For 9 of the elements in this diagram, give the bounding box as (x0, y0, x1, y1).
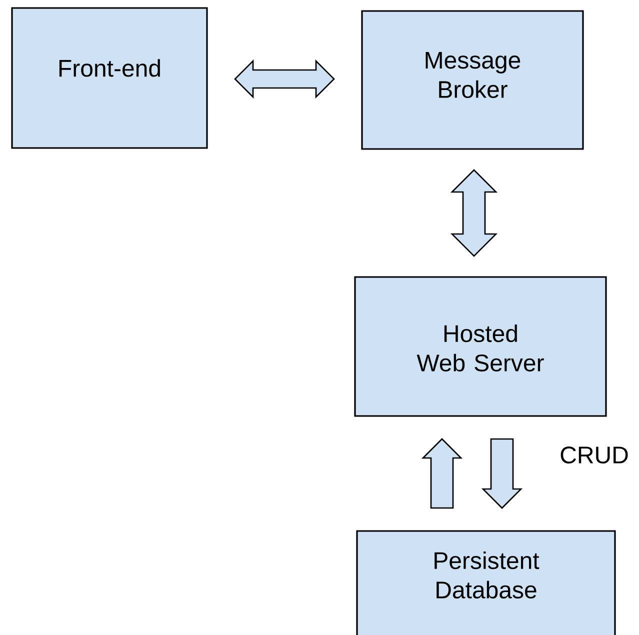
block-arrow (450, 169, 498, 257)
process-box: Front-end (11, 7, 208, 149)
process-box: Message Broker (361, 10, 584, 150)
process-box: Hosted Web Server (354, 276, 607, 417)
edge-label: CRUD (560, 446, 628, 464)
process-box: Persistent Database (356, 530, 616, 635)
block-arrow (481, 438, 523, 509)
block-arrow (234, 59, 335, 99)
block-arrow (421, 438, 463, 509)
